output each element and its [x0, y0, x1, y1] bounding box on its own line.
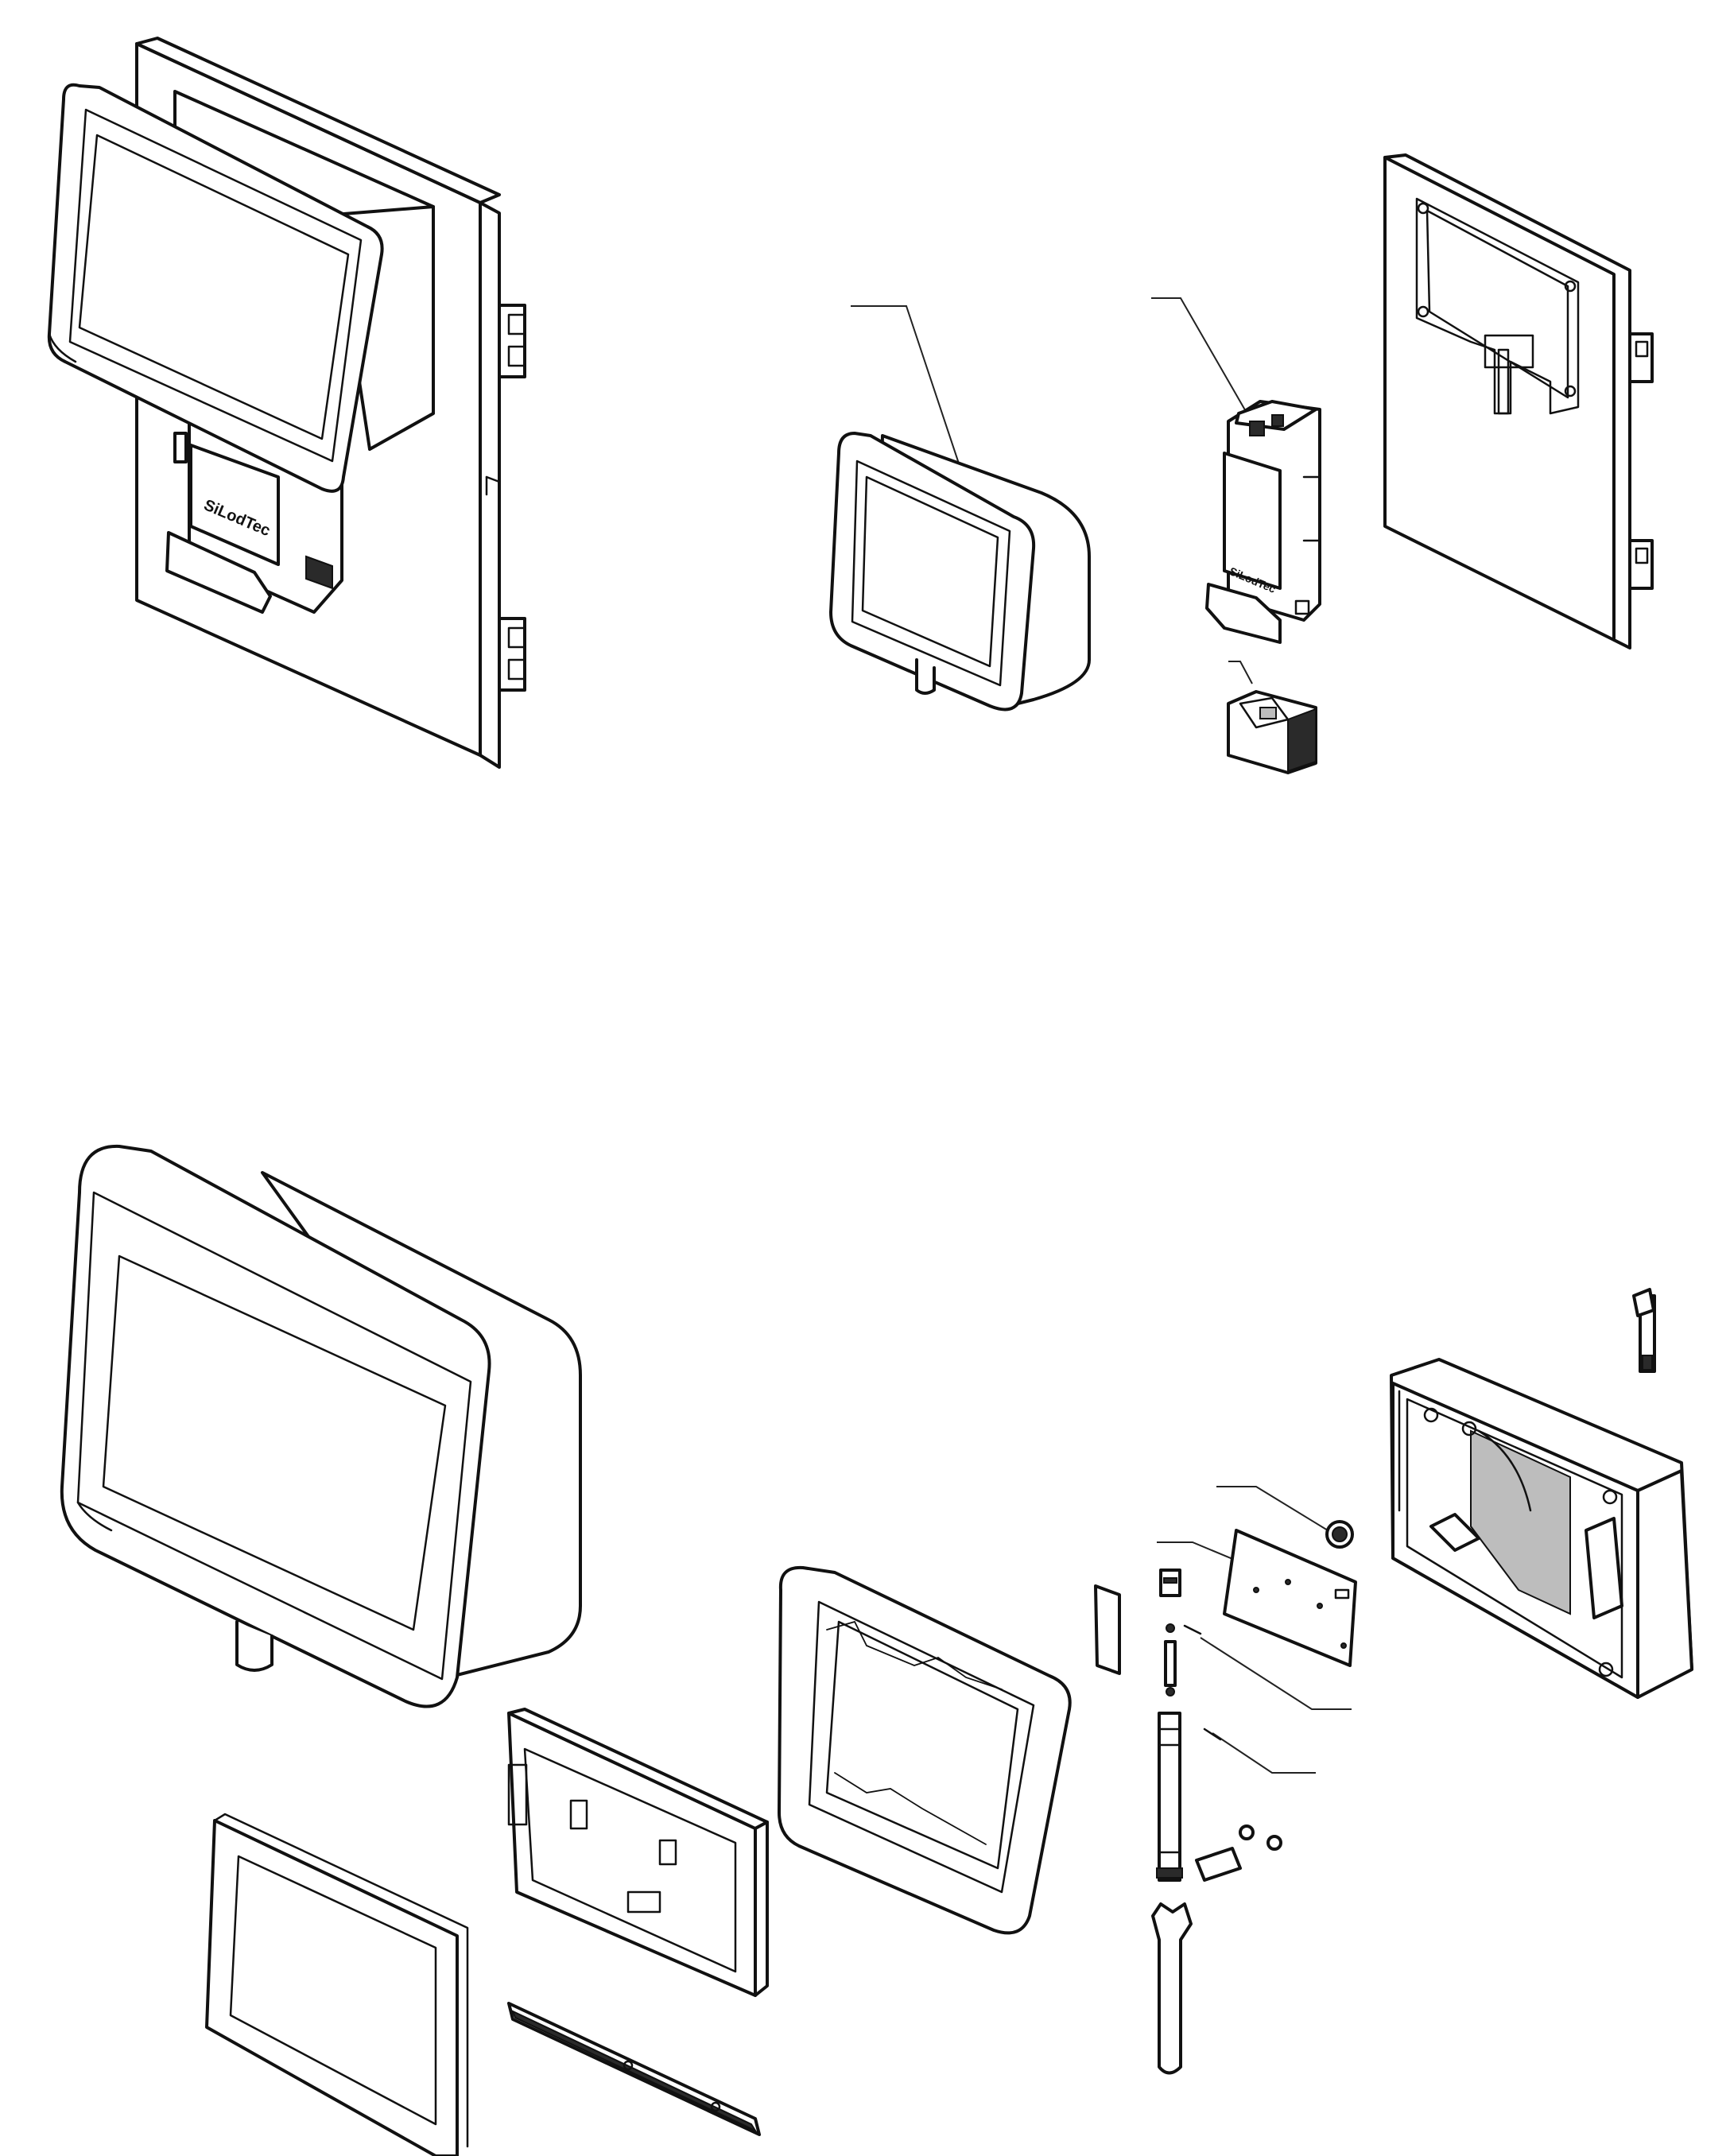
small-components: [1094, 1486, 1357, 2075]
scanner-module: SiLodTec: [1151, 297, 1321, 644]
large-display-post: [235, 1620, 273, 1672]
gasket-plate: [1094, 1584, 1121, 1675]
leader-line-1: [851, 305, 967, 486]
display-unit-module: [829, 305, 1091, 712]
bezel-frame: [778, 1565, 1072, 1935]
display-unit-bezel: [829, 432, 1036, 712]
connector: [1159, 1569, 1181, 1597]
small-bracket: [1195, 1847, 1242, 1882]
hinge-upper: [498, 304, 526, 378]
screw-1: [1239, 1824, 1255, 1840]
large-display-assembly: [60, 1144, 582, 1708]
leader-line-6: [1200, 1637, 1352, 1710]
o-ring-small: [1166, 1623, 1175, 1633]
speaker: [1325, 1520, 1354, 1549]
spring-1: [1183, 1624, 1202, 1635]
rear-housing: [1390, 1358, 1693, 1699]
assembled-kiosk: SiLodTec: [47, 37, 526, 769]
lower-post: [1151, 1902, 1193, 2075]
leader-line-2: [1151, 297, 1257, 430]
leader-line-3: [1228, 661, 1253, 684]
spring-2: [1203, 1728, 1222, 1741]
latch-hook: [1632, 1288, 1656, 1373]
lcd-chassis: [507, 1708, 769, 1997]
o-ring-2: [1166, 1687, 1175, 1696]
leader-line-4: [1216, 1486, 1329, 1531]
display-unit-post: [915, 658, 936, 695]
light-bar: [507, 2002, 761, 2136]
leader-line-7: [1212, 1732, 1316, 1774]
large-display-bezel: [60, 1144, 491, 1708]
threaded-post: [1156, 1712, 1183, 1882]
pin-shaft: [1164, 1640, 1177, 1687]
mounting-plate: [1383, 153, 1654, 650]
circuit-board: [1223, 1529, 1357, 1667]
screw-2: [1266, 1835, 1282, 1851]
front-glass-panel: [205, 1813, 469, 2156]
reader-module: [1227, 661, 1317, 774]
hinge-lower: [498, 617, 526, 692]
display-front: [47, 83, 384, 493]
